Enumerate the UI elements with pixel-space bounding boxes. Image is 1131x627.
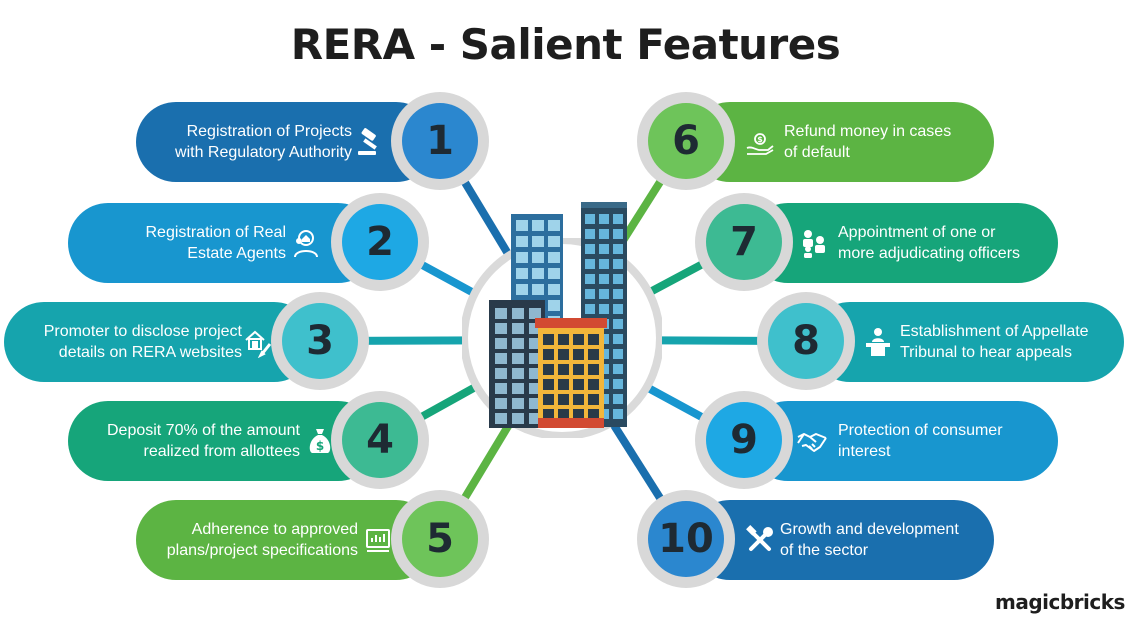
refund-icon: $	[746, 133, 774, 155]
feature-4: Deposit 70% of the amount realized from …	[68, 401, 378, 481]
gavel-icon	[358, 128, 377, 155]
feature-text: Promoter to disclose project details on …	[43, 323, 242, 361]
feature-text: Registration of Real Estate Agents	[145, 224, 286, 262]
feature-text: Establishment of Appellate Tribunal to h…	[900, 323, 1089, 361]
feature-6: Refund money in cases of default $	[690, 102, 994, 182]
number-badge-2: 2	[342, 204, 418, 280]
feature-text: Registration of Projects with Regulatory…	[175, 123, 352, 161]
number-badge-9: 9	[706, 402, 782, 478]
feature-7: Appointment of one or more adjudicating …	[748, 203, 1058, 283]
number-ring-3: 3	[271, 292, 369, 390]
feature-9: Protection of consumer interest	[748, 401, 1058, 481]
feature-text: Deposit 70% of the amount realized from …	[106, 422, 300, 460]
feature-8: Establishment of Appellate Tribunal to h…	[810, 302, 1124, 382]
page-title: RERA - Salient Features	[290, 20, 841, 69]
number-ring-10: 10	[637, 490, 735, 588]
feature-2: Registration of Real Estate Agents	[68, 203, 378, 283]
number-ring-1: 1	[391, 92, 489, 190]
feature-text: Appointment of one or more adjudicating …	[838, 224, 1021, 262]
number-ring-6: 6	[637, 92, 735, 190]
number-badge-3: 3	[282, 303, 358, 379]
feature-text: Protection of consumer interest	[838, 422, 1003, 460]
blueprint-icon	[366, 529, 390, 552]
feature-5: Adherence to approved plans/project spec…	[136, 500, 436, 580]
number-ring-9: 9	[695, 391, 793, 489]
money-bag-icon: $	[309, 429, 331, 453]
number-badge-5: 5	[402, 501, 478, 577]
number-badge-10: 10	[648, 501, 724, 577]
feature-1: Registration of Projects with Regulatory…	[136, 102, 436, 182]
tools-icon	[746, 525, 773, 551]
number-badge-8: 8	[768, 303, 844, 379]
handshake-icon	[797, 433, 827, 452]
svg-text:$: $	[757, 135, 763, 144]
number-ring-2: 2	[331, 193, 429, 291]
number-ring-5: 5	[391, 490, 489, 588]
feature-text: Adherence to approved plans/project spec…	[166, 521, 358, 559]
number-badge-7: 7	[706, 204, 782, 280]
number-badge-4: 4	[342, 402, 418, 478]
number-badge-1: 1	[402, 103, 478, 179]
feature-10: Growth and development of the sector	[690, 500, 994, 580]
svg-text:$: $	[316, 439, 324, 453]
number-ring-8: 8	[757, 292, 855, 390]
agent-icon	[294, 230, 318, 258]
number-ring-4: 4	[331, 391, 429, 489]
feature-3: Promoter to disclose project details on …	[4, 302, 314, 382]
brand-logo: magicbricks	[995, 590, 1125, 614]
towers-illustration	[489, 202, 627, 428]
officers-icon	[803, 230, 825, 258]
number-ring-7: 7	[695, 193, 793, 291]
house-edit-icon	[245, 330, 272, 358]
number-badge-6: 6	[648, 103, 724, 179]
feature-text: Refund money in cases of default	[784, 123, 952, 161]
feature-text: Growth and development of the sector	[780, 521, 959, 559]
podium-icon	[866, 328, 890, 356]
